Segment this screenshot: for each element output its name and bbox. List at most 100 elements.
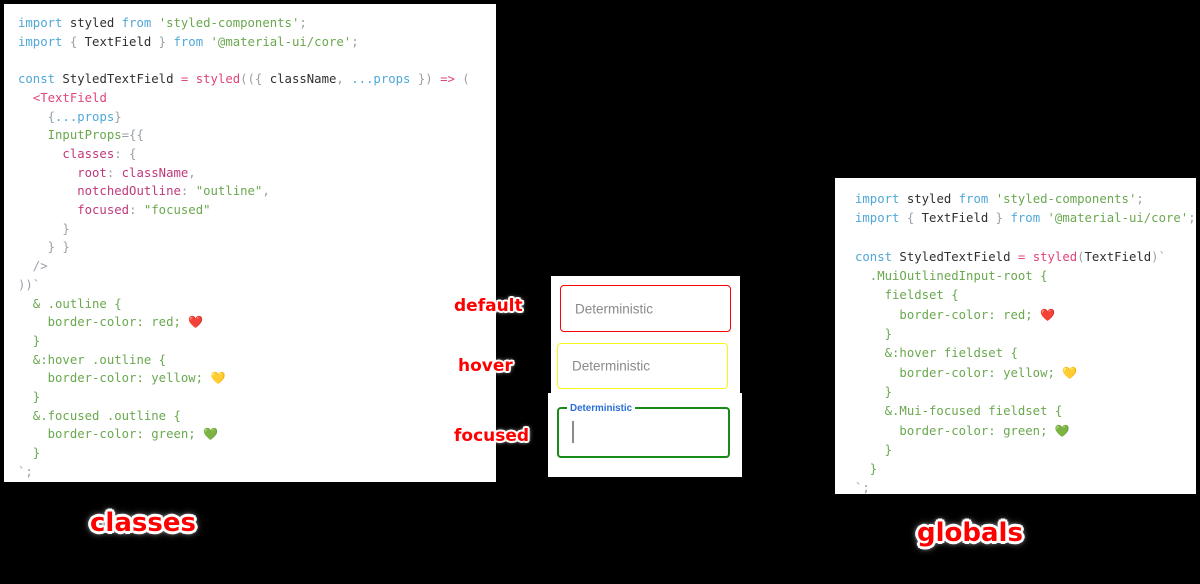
code-token-punct: ( — [454, 72, 470, 87]
code-line: } — [18, 444, 486, 463]
code-token-punct: ; — [1136, 192, 1144, 206]
code-token-op: = — [1017, 249, 1026, 264]
code-token-punct: , — [262, 184, 270, 199]
code-panel-classes: import styled from 'styled-components';i… — [4, 4, 496, 482]
code-token-plain — [188, 72, 195, 86]
code-token-css: } — [18, 333, 41, 348]
demo-panel-top: Deterministic Deterministic — [551, 276, 740, 393]
code-token-punct: ; — [1188, 211, 1196, 226]
code-token-str: 'styled-components' — [995, 192, 1137, 206]
code-line: classes: { — [18, 145, 486, 164]
textfield-focused[interactable]: Deterministic — [557, 401, 730, 458]
code-token-kw: import — [855, 192, 900, 206]
code-token-plain — [151, 16, 158, 30]
demo-panel-bottom: Deterministic — [548, 393, 742, 477]
code-token-css: &.Mui-focused fieldset { — [855, 404, 1063, 419]
code-token-kw: import — [855, 211, 900, 226]
code-token-css: border-color: yellow; — [855, 365, 1063, 380]
code-line: border-color: green; 💚 — [18, 425, 486, 444]
code-token-css: &.focused .outline { — [18, 408, 181, 423]
code-token-punct: { — [62, 34, 85, 49]
code-token-str: '@material-ui/core' — [1047, 211, 1189, 226]
code-line: `; — [855, 479, 1188, 494]
code-token-fn: styled — [1032, 249, 1078, 264]
code-token-punct: , — [188, 165, 196, 180]
textfield-focused-label: Deterministic — [570, 402, 633, 414]
code-token-punct: (({ — [240, 72, 270, 87]
code-token-op: => — [440, 72, 455, 87]
code-line: notchedOutline: "outline", — [18, 182, 486, 201]
code-token-plain — [1040, 211, 1047, 225]
code-token-emoji: 💚 — [1054, 423, 1070, 438]
code-token-punct: } } — [18, 240, 70, 255]
code-token-css: border-color: yellow; — [18, 371, 211, 386]
code-line: border-color: red; ❤️ — [18, 313, 486, 332]
code-line: &:hover fieldset { — [855, 344, 1188, 363]
code-token-fn: styled — [195, 72, 241, 87]
code-token-punct: } — [151, 34, 174, 49]
code-line: } — [855, 383, 1188, 402]
textfield-hover[interactable]: Deterministic — [557, 343, 728, 389]
textfield-focused-notch: Deterministic — [567, 401, 636, 416]
code-token-plain — [1025, 250, 1032, 264]
code-token-punct: ))` — [18, 277, 41, 292]
code-block-classes: import styled from 'styled-components';i… — [18, 14, 486, 482]
code-token-plain — [203, 35, 210, 49]
code-token-punct: } — [18, 221, 70, 236]
code-line: .MuiOutlinedInput-root { — [855, 267, 1188, 286]
code-block-globals: import styled from 'styled-components';i… — [855, 190, 1196, 494]
code-token-jsx: <TextField — [32, 90, 107, 105]
code-token-punct: : — [180, 184, 196, 199]
code-token-prop: ...props — [351, 72, 411, 87]
code-token-key: focused — [18, 203, 130, 218]
code-line: &.Mui-focused fieldset { — [855, 402, 1188, 421]
code-token-kw: import — [18, 34, 63, 49]
code-line: const StyledTextField = styled(TextField… — [855, 248, 1188, 267]
code-line: &:hover .outline { — [18, 351, 486, 370]
code-line: & .outline { — [18, 295, 486, 314]
textfield-default-placeholder: Deterministic — [575, 301, 654, 316]
code-token-emoji: 💛 — [210, 371, 226, 386]
textfield-default[interactable]: Deterministic — [560, 285, 731, 332]
code-token-kw: const — [855, 249, 893, 264]
code-token-css: } — [18, 446, 41, 461]
code-token-plain: TextField — [84, 34, 152, 49]
code-token-punct: { — [899, 211, 922, 226]
code-line: } — [18, 388, 486, 407]
code-token-emoji: ❤️ — [188, 315, 204, 330]
code-line: import styled from 'styled-components'; — [18, 14, 486, 33]
code-token-css: } — [855, 327, 893, 342]
code-line — [18, 51, 486, 70]
code-token-css: border-color: red; — [18, 315, 189, 330]
code-line: } } — [18, 238, 486, 257]
code-token-css: border-color: green; — [18, 427, 204, 442]
code-token-punct: `; — [855, 481, 870, 494]
code-token-css: } — [855, 462, 878, 477]
code-token-punct: ; — [299, 16, 307, 30]
code-token-css: &:hover fieldset { — [855, 346, 1018, 361]
code-token-plain: StyledTextField — [892, 249, 1018, 264]
caption-globals: globals — [917, 518, 1023, 548]
caption-classes: classes — [90, 508, 196, 538]
code-line: border-color: yellow; 💛 — [855, 364, 1188, 383]
code-line: root: className, — [18, 164, 486, 183]
code-token-str: "focused" — [143, 203, 211, 218]
code-token-emoji: ❤️ — [1040, 307, 1056, 322]
code-token-punct: , — [336, 72, 352, 87]
code-token-css: border-color: green; — [855, 423, 1055, 438]
code-line: } — [855, 460, 1188, 479]
code-token-key: classes — [18, 146, 115, 161]
code-token-plain — [988, 192, 995, 206]
code-token-css: border-color: red; — [855, 307, 1041, 322]
code-line: &.focused .outline { — [18, 407, 486, 426]
code-token-plain: TextField — [921, 211, 989, 226]
code-token-prop: ...props — [55, 109, 115, 124]
code-token-punct: : — [106, 165, 122, 180]
code-token-css: } — [18, 390, 41, 405]
code-line: fieldset { — [855, 286, 1188, 305]
code-line: <TextField — [18, 89, 486, 108]
code-token-str: 'styled-components' — [158, 16, 300, 30]
code-token-plain: StyledTextField — [55, 72, 181, 87]
code-token-str: "outline" — [195, 184, 263, 199]
code-token-val: className — [121, 165, 189, 180]
